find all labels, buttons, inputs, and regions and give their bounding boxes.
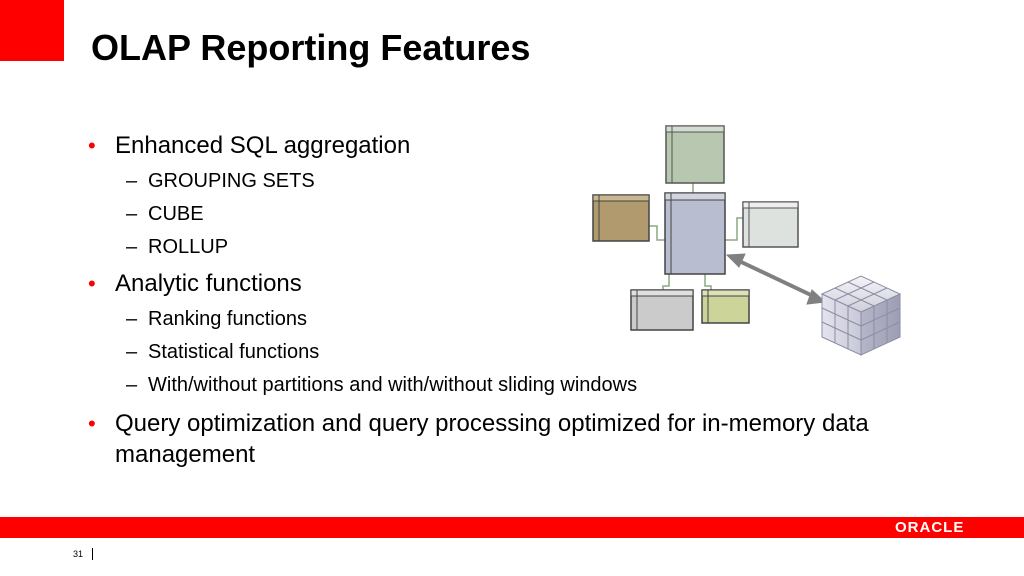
data-cube-icon [820, 275, 902, 356]
oracle-logo: ORACLE [895, 519, 965, 536]
bullet-dot-icon: • [88, 411, 96, 436]
double-arrow-icon [725, 253, 827, 305]
slide-title: OLAP Reporting Features [91, 27, 531, 68]
bullet-text: Query optimization and query processing … [115, 410, 869, 468]
star-schema-diagram [592, 125, 902, 356]
bullet-dot-icon: • [88, 133, 96, 158]
bullet-dot-icon: • [88, 271, 96, 296]
dimension-table-left [592, 194, 650, 242]
sub-bullet-item: – Ranking functions [88, 306, 948, 332]
sub-bullet-text: CUBE [148, 203, 204, 225]
dash-icon: – [126, 374, 138, 396]
dimension-table-bottom-left [630, 289, 694, 331]
connector-lines [649, 183, 743, 290]
dash-icon: – [126, 341, 138, 363]
bullet-item: • Analytic functions [88, 268, 948, 299]
footer-bar [0, 517, 1024, 538]
dash-icon: – [126, 203, 138, 225]
dimension-table-right [742, 201, 799, 248]
sub-bullet-item: – CUBE [88, 201, 948, 227]
sub-bullet-item: – Statistical functions [88, 339, 948, 365]
dash-icon: – [126, 308, 138, 330]
brand-corner-block [0, 0, 64, 61]
bullet-item: • Query optimization and query processin… [88, 408, 948, 470]
sub-bullet-text: GROUPING SETS [148, 170, 315, 192]
bullet-list: • Enhanced SQL aggregation – GROUPING SE… [88, 130, 948, 470]
sub-bullet-text: Statistical functions [148, 341, 320, 363]
sub-bullet-text: Ranking functions [148, 308, 307, 330]
dash-icon: – [126, 170, 138, 192]
bullet-text: Enhanced SQL aggregation [115, 132, 411, 159]
dimension-table-bottom-right [701, 289, 750, 324]
page-number: 31 [73, 549, 84, 559]
sub-bullet-item: – With/without partitions and with/witho… [88, 372, 948, 398]
fact-table [664, 192, 726, 275]
dash-icon: – [126, 236, 138, 258]
sub-bullet-item: – ROLLUP [88, 234, 948, 260]
bullet-text: Analytic functions [115, 270, 302, 297]
dimension-table-top [665, 125, 725, 184]
sub-bullet-item: – GROUPING SETS [88, 168, 948, 194]
sub-bullet-text: With/without partitions and with/without… [148, 374, 638, 396]
bullet-item: • Enhanced SQL aggregation [88, 130, 948, 161]
sub-bullet-text: ROLLUP [148, 236, 229, 258]
page-number-divider [92, 548, 93, 560]
